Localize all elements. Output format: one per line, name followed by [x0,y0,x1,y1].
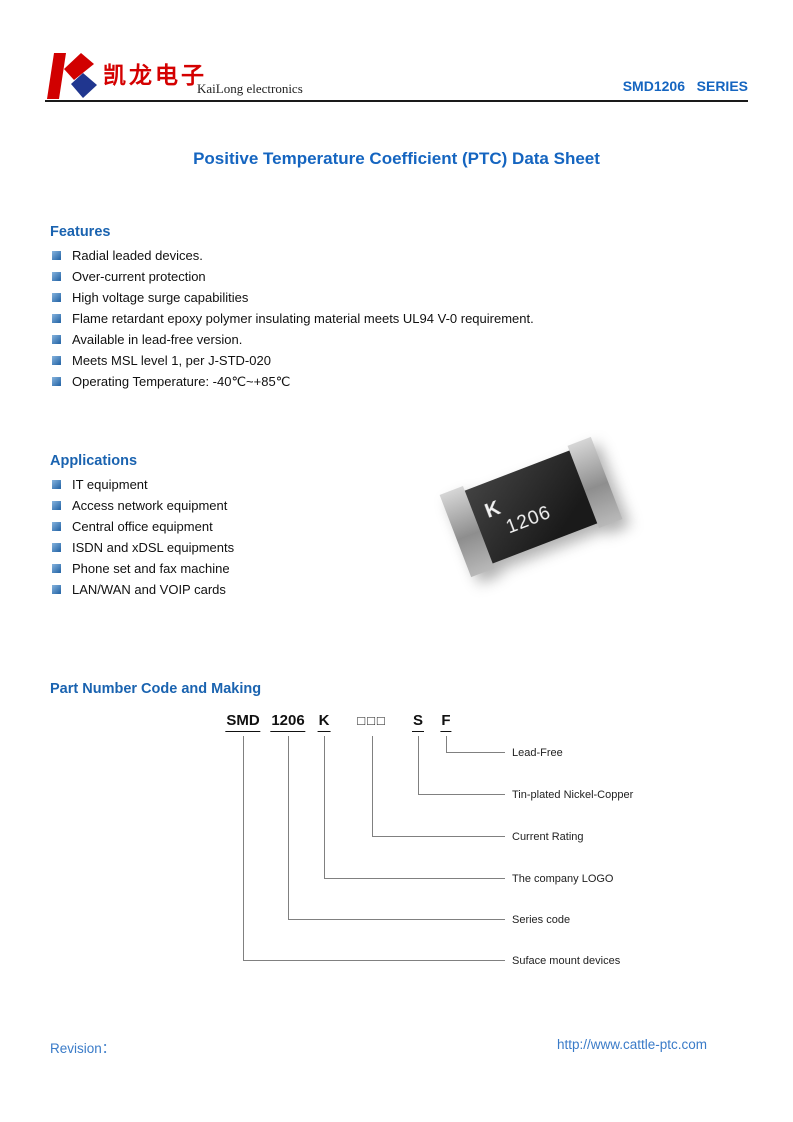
application-text: LAN/WAN and VOIP cards [72,582,226,597]
smd-component-photo: K 1206 [438,436,623,578]
application-item: Central office equipment [52,516,234,537]
callout-line-plating [418,736,505,795]
revision-label: Revision： [50,1041,116,1056]
bullet-square-icon [52,314,61,323]
bullet-square-icon [52,293,61,302]
application-item: Access network equipment [52,495,234,516]
bullet-square-icon [52,543,61,552]
application-text: Phone set and fax machine [72,561,230,576]
application-text: IT equipment [72,477,148,492]
series-label: SMD1206 SERIES [622,78,748,94]
application-item: LAN/WAN and VOIP cards [52,579,234,600]
application-item: Phone set and fax machine [52,558,234,579]
callout-line-leadfree [446,736,505,753]
bullet-square-icon [52,251,61,260]
code-segment-smd: SMD [225,712,261,732]
bullet-square-icon [52,335,61,344]
brand-english-name: KaiLong electronics [197,81,303,96]
feature-item: Operating Temperature: -40℃~+85℃ [52,371,534,392]
applications-heading: Applications [50,453,138,469]
feature-text: Meets MSL level 1, per J-STD-020 [72,353,271,368]
header-divider [45,100,748,102]
bullet-square-icon [52,501,61,510]
smd-chip: K 1206 [439,436,623,578]
bullet-square-icon [52,564,61,573]
bullet-square-icon [52,356,61,365]
feature-item: Meets MSL level 1, per J-STD-020 [52,350,534,371]
callout-label-plating: Tin-plated Nickel-Copper [512,789,634,801]
bullet-square-icon [52,585,61,594]
callout-label-leadfree: Lead-Free [512,747,563,759]
callout-label-rating: Current Rating [512,831,584,843]
website-link[interactable]: http://www.cattle-ptc.com [556,1037,707,1052]
callout-line-smd [243,736,505,961]
feature-item: Flame retardant epoxy polymer insulating… [52,308,534,329]
feature-item: High voltage surge capabilities [52,287,534,308]
code-segment-series: 1206 [270,712,306,732]
feature-text: Radial leaded devices. [72,248,203,263]
code-segment-leadfree: F [440,712,452,732]
feature-text: Flame retardant epoxy polymer insulating… [72,311,534,326]
feature-item: Radial leaded devices. [52,245,534,266]
part-number-heading: Part Number Code and Making [50,681,262,697]
features-heading: Features [50,224,111,240]
code-segment-plating: S [411,712,425,732]
feature-text: Available in lead-free version. [72,332,243,347]
callout-line-rating [372,736,505,837]
code-segment-logo: K [317,712,331,732]
applications-list: IT equipment Access network equipment Ce… [52,474,234,600]
application-item: IT equipment [52,474,234,495]
bullet-square-icon [52,480,61,489]
application-item: ISDN and xDSL equipments [52,537,234,558]
code-segment-rating-boxes: □□□ [357,713,387,728]
callout-line-logo [324,736,505,879]
bullet-square-icon [52,377,61,386]
brand-chinese-name: 凯龙电子 [103,63,207,89]
callout-label-logo: The company LOGO [512,873,614,885]
callout-label-smd: Suface mount devices [512,955,621,967]
application-text: Access network equipment [72,498,228,513]
callout-line-series [288,736,505,920]
page-title: Positive Temperature Coefficient (PTC) D… [193,149,600,168]
application-text: Central office equipment [72,519,213,534]
feature-text: Over-current protection [72,269,206,284]
bullet-square-icon [52,272,61,281]
feature-text: High voltage surge capabilities [72,290,249,305]
features-list: Radial leaded devices. Over-current prot… [52,245,534,392]
kailong-logo-icon [47,53,97,99]
callout-label-series: Series code [512,914,571,926]
feature-text: Operating Temperature: -40℃~+85℃ [72,373,291,389]
feature-item: Available in lead-free version. [52,329,534,350]
bullet-square-icon [52,522,61,531]
application-text: ISDN and xDSL equipments [72,540,235,555]
feature-item: Over-current protection [52,266,534,287]
